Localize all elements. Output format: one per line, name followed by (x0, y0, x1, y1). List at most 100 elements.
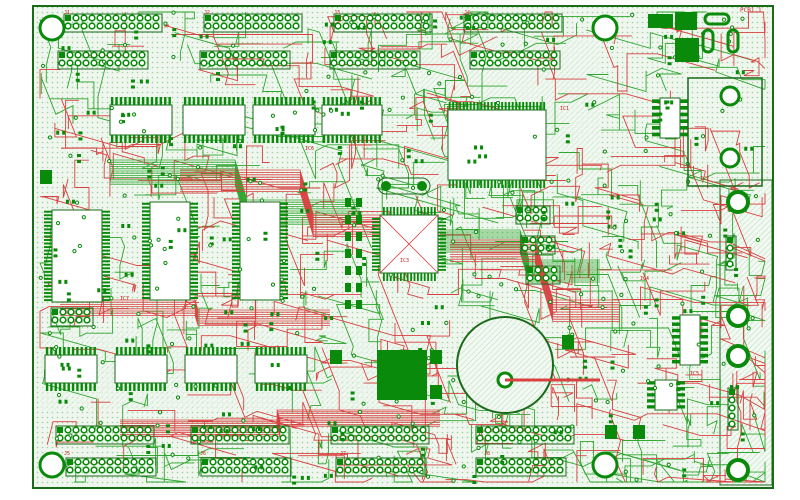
pcb-trace (42, 369, 98, 429)
bus-trace (120, 422, 440, 433)
solder-pad-icon (536, 22, 544, 30)
via (548, 245, 553, 250)
pcb-trace (380, 11, 498, 57)
via (109, 105, 114, 111)
pcb-trace (553, 215, 613, 235)
solder-pad-icon (537, 236, 545, 244)
solder-pad-icon (552, 14, 560, 22)
solder-pad-icon (104, 426, 112, 434)
solder-pad-icon (384, 466, 392, 474)
solder-pad-icon (114, 458, 122, 466)
via (149, 243, 154, 248)
bus-trace (110, 175, 360, 216)
ic-designator: IC6 (305, 146, 314, 152)
via (720, 108, 725, 113)
solder-pad-icon (411, 426, 419, 434)
smd-passive (414, 159, 424, 164)
pcb-trace (573, 242, 673, 279)
solder-pad-icon (88, 22, 96, 30)
bus-trace (450, 251, 620, 313)
pcb-trace (335, 158, 439, 176)
solder-pad-icon (66, 59, 74, 67)
via (54, 436, 59, 441)
solder-pad-icon (379, 426, 387, 434)
smd-passive (710, 401, 720, 406)
smd-passive (694, 136, 699, 146)
solder-pad-icon (144, 434, 152, 442)
solder-pad-icon (256, 59, 264, 67)
solder-pad-icon (368, 458, 376, 466)
smd-passive (97, 288, 107, 293)
solder-pad-icon (346, 51, 354, 59)
solder-pad-icon (544, 14, 552, 22)
solder-pad-icon (104, 14, 112, 22)
solder-pad-icon (338, 51, 346, 59)
smd-passive (160, 166, 165, 176)
solder-pad-icon (67, 316, 75, 324)
solder-pad-icon (502, 59, 510, 67)
via (299, 188, 304, 193)
solder-pad-icon (524, 434, 532, 442)
via (752, 413, 757, 418)
via (602, 183, 607, 188)
via (466, 289, 471, 294)
smd-passive (280, 125, 285, 135)
pcb-trace (582, 163, 644, 212)
smd-passive (701, 295, 706, 305)
memory-ic (109, 97, 173, 143)
solder-pad-icon (402, 59, 410, 67)
solder-pad-icon (534, 51, 542, 59)
solder-pad-icon (371, 426, 379, 434)
solder-pad-icon (236, 14, 244, 22)
solder-pad-icon (96, 426, 104, 434)
via (721, 361, 726, 366)
via (537, 251, 543, 256)
solder-pad-icon (247, 434, 255, 442)
via (441, 207, 446, 213)
via (448, 37, 453, 42)
smd-large-pad (605, 425, 617, 439)
solder-pad-icon (360, 466, 368, 474)
via (175, 176, 180, 182)
solder-pad-icon (419, 434, 427, 442)
via (721, 17, 727, 22)
solder-pad-icon (90, 59, 98, 67)
via (304, 88, 309, 94)
solder-pad-icon (347, 426, 355, 434)
bus-trace (110, 177, 360, 218)
bus-trace (180, 181, 420, 228)
smd-passive (121, 114, 126, 124)
solder-pad-icon (332, 427, 338, 433)
smd-passive (77, 368, 82, 378)
via (55, 221, 61, 226)
smd-large-pad (633, 425, 645, 439)
via (425, 474, 431, 479)
solder-pad-icon (248, 59, 256, 67)
via (473, 229, 479, 234)
pcb-trace (727, 348, 766, 399)
smd-passive (311, 100, 316, 110)
pcb-trace (455, 207, 480, 266)
solder-pad-icon (212, 14, 220, 22)
smd-passive (610, 360, 615, 370)
smd-passive (53, 248, 58, 258)
solder-pad-icon (382, 22, 390, 30)
via (499, 282, 504, 287)
solder-pad-icon (470, 59, 478, 67)
pcb-trace (39, 19, 52, 83)
pcb-trace (606, 138, 706, 183)
solder-pad-icon (255, 434, 263, 442)
crystal (377, 177, 431, 195)
solder-pad-icon (331, 52, 337, 58)
pcb-trace (277, 136, 400, 180)
smd-passive (128, 392, 133, 402)
via (363, 70, 368, 75)
solder-pad-icon (337, 459, 343, 465)
smd-passive (478, 154, 488, 159)
pcb-trace (582, 384, 618, 400)
smd-passive (121, 223, 131, 228)
solder-pad-icon (209, 458, 217, 466)
smd-passive (500, 454, 505, 464)
via (292, 110, 298, 115)
top-pin-header (203, 13, 303, 33)
